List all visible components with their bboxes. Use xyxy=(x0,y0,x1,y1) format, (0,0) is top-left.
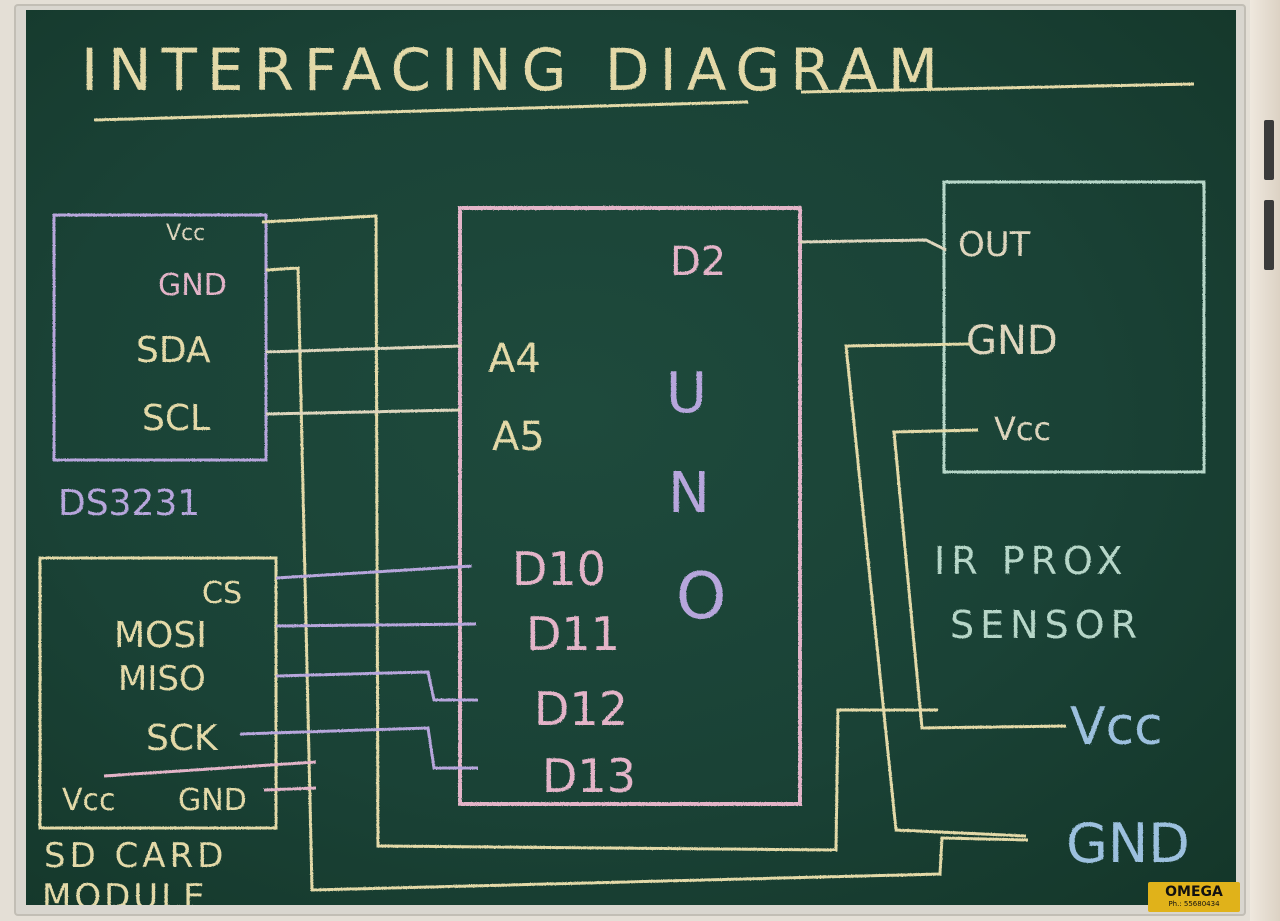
ir-label-line1: IR PROX xyxy=(934,539,1129,583)
uno-pin-d13: D13 xyxy=(542,749,636,803)
title-underline xyxy=(93,100,749,122)
ir-pin-out: OUT xyxy=(958,225,1031,265)
omega-brand-badge: OMEGA Ph.: 55680434 xyxy=(1148,882,1240,912)
sd-pin-vcc: Vcc xyxy=(62,783,116,818)
interfacing-diagram: INTERFACING DIAGRAM Vcc GND SDA SCL DS32… xyxy=(38,36,1206,905)
wall-edge xyxy=(1250,0,1280,921)
wall-mark xyxy=(1264,120,1274,180)
sd-module-box xyxy=(38,556,278,830)
wire-sd-gnd xyxy=(263,786,317,792)
sd-pin-cs: CS xyxy=(202,576,242,611)
uno-pin-a5: A5 xyxy=(492,414,545,460)
wire-ds3231-gnd xyxy=(265,266,1029,892)
ds3231-label: DS3231 xyxy=(58,483,200,524)
ds3231-pin-vcc: Vcc xyxy=(166,221,205,246)
sd-pin-gnd: GND xyxy=(178,783,247,818)
wire-ir-gnd xyxy=(844,342,1027,838)
uno-pin-d12: D12 xyxy=(534,682,628,736)
gnd-rail-label: GND xyxy=(1066,812,1190,875)
brand-name: OMEGA xyxy=(1165,884,1223,900)
uno-label-u: U xyxy=(666,361,707,426)
chalkboard: INTERFACING DIAGRAM Vcc GND SDA SCL DS32… xyxy=(26,10,1236,905)
wire-ir-vcc xyxy=(892,428,1067,730)
wire-ir-out xyxy=(799,238,947,252)
wire-ds3231-sda xyxy=(265,344,463,354)
wire-ds3231-vcc xyxy=(261,214,938,852)
ir-label-line2: SENSOR xyxy=(950,603,1143,647)
uno-label-o: O xyxy=(676,560,726,634)
sd-label-line1: SD CARD xyxy=(44,836,227,876)
sd-pin-miso: MISO xyxy=(118,659,206,699)
wire-ds3231-scl xyxy=(265,408,461,416)
diagram-title: INTERFACING DIAGRAM xyxy=(81,36,948,104)
wire-sd-vcc xyxy=(103,760,317,778)
uno-pin-d11: D11 xyxy=(526,607,620,661)
ir-pin-vcc: Vcc xyxy=(994,410,1051,448)
wire-sd-sck xyxy=(239,726,478,770)
wire-sd-miso xyxy=(275,670,478,702)
ds3231-pin-gnd: GND xyxy=(158,268,227,303)
uno-pin-a4: A4 xyxy=(488,336,541,382)
ds3231-pin-sda: SDA xyxy=(136,330,211,371)
ds3231-module-box xyxy=(52,213,268,462)
vcc-rail-label: Vcc xyxy=(1070,697,1163,757)
ds3231-pin-scl: SCL xyxy=(142,398,210,439)
uno-pin-d2: D2 xyxy=(670,239,726,285)
sd-pin-sck: SCK xyxy=(146,718,219,759)
sd-pin-mosi: MOSI xyxy=(114,615,207,656)
title-underline xyxy=(800,82,1195,94)
ir-sensor-box xyxy=(942,180,1206,474)
wall-mark xyxy=(1264,200,1274,270)
sd-label-line2: MODULE xyxy=(42,877,208,905)
wire-sd-cs xyxy=(275,564,473,580)
ir-pin-gnd: GND xyxy=(966,318,1058,364)
wire-sd-mosi xyxy=(275,622,477,628)
brand-phone: Ph.: 55680434 xyxy=(1168,900,1220,908)
uno-board-box xyxy=(458,206,802,806)
uno-label-n: N xyxy=(668,461,710,526)
uno-pin-d10: D10 xyxy=(512,542,606,596)
